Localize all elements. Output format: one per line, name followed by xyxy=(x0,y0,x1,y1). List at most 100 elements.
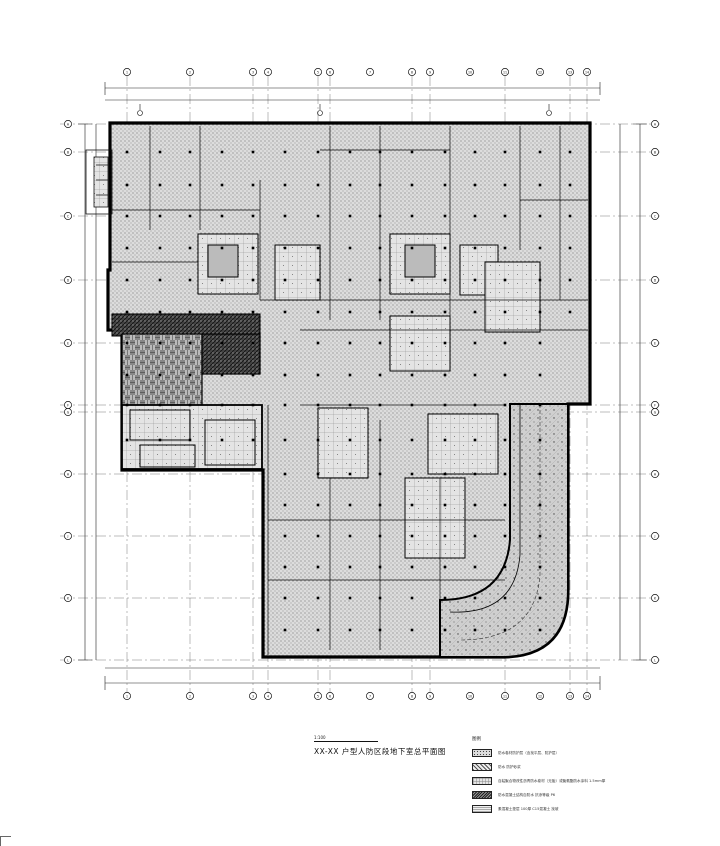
structural-column xyxy=(316,534,320,538)
grid-bubble-bottom-label: 1 xyxy=(126,694,128,698)
structural-column xyxy=(473,596,477,600)
grid-bubble-right-label: J xyxy=(654,534,656,538)
grid-bubble-top-label: 12 xyxy=(538,70,542,74)
grid-bubble-left xyxy=(64,339,72,347)
grid-bubble-top xyxy=(426,68,434,76)
structural-column xyxy=(158,246,162,250)
structural-column xyxy=(283,341,287,345)
structural-column xyxy=(316,183,320,187)
legend-heading: 图例 xyxy=(472,737,481,742)
structural-column xyxy=(378,278,382,282)
legend-swatch-dots xyxy=(472,749,492,757)
structural-column xyxy=(568,183,572,187)
grid-bubble-top xyxy=(466,68,474,76)
legend-swatch-cross xyxy=(472,763,492,771)
grid-bubble-left xyxy=(64,532,72,540)
grid-bubble-bottom xyxy=(314,692,322,700)
grid-bubble-left xyxy=(64,276,72,284)
structural-column xyxy=(378,310,382,314)
grid-bubble-top-label: 14 xyxy=(585,70,589,74)
grid-bubble-right xyxy=(651,408,659,416)
grid-bubble-bottom-label: 8 xyxy=(411,694,413,698)
structural-column xyxy=(538,310,542,314)
grid-bubble-right xyxy=(651,120,659,128)
grid-bubble-top-label: 9 xyxy=(429,70,431,74)
structural-column xyxy=(473,503,477,507)
structural-column xyxy=(348,438,352,442)
grid-bubble-top-label: 13 xyxy=(568,70,572,74)
grid-bubble-top-label: 3 xyxy=(252,70,254,74)
structural-column xyxy=(283,310,287,314)
legend-item: 自粘聚合物改性沥青防水卷材（无胎）或聚氨酯防水涂料 1.5mm厚 xyxy=(472,774,652,788)
legend-swatch-grid xyxy=(472,777,492,785)
structural-column xyxy=(410,403,414,407)
structural-column xyxy=(348,403,352,407)
scale-label: 1:100 xyxy=(314,735,464,740)
structural-column xyxy=(283,246,287,250)
structural-column xyxy=(283,534,287,538)
structural-column xyxy=(503,503,507,507)
structural-column xyxy=(348,472,352,476)
structural-column xyxy=(348,596,352,600)
grid-bubble-top xyxy=(366,68,374,76)
structural-column xyxy=(283,278,287,282)
structural-column xyxy=(125,278,129,282)
grid-bubble-left xyxy=(64,408,72,416)
grid-bubble-top xyxy=(264,68,272,76)
grid-bubble-top-label: 4 xyxy=(267,70,269,74)
structural-column xyxy=(251,214,255,218)
structural-column xyxy=(220,403,224,407)
legend-item: 防水 防护砂浆 xyxy=(472,760,652,774)
structural-column xyxy=(251,373,255,377)
structural-column xyxy=(410,214,414,218)
structural-column xyxy=(568,150,572,154)
civil-defense-zone xyxy=(111,313,263,470)
grid-bubble-left xyxy=(64,120,72,128)
scale-text: 1:100 xyxy=(314,735,326,740)
structural-column xyxy=(125,438,129,442)
structural-column xyxy=(220,278,224,282)
grid-bubble-bottom xyxy=(566,692,574,700)
structural-column xyxy=(410,310,414,314)
structural-column xyxy=(283,183,287,187)
grid-bubble-top-label: 10 xyxy=(468,70,472,74)
structural-column xyxy=(188,183,192,187)
grid-bubble-top xyxy=(583,68,591,76)
grid-bubble-right-label: D xyxy=(654,278,657,282)
grid-bubble-bottom-label: 4 xyxy=(267,694,269,698)
grid-bubble-right-label: H xyxy=(654,472,657,476)
grid-bubble-bottom xyxy=(249,692,257,700)
legend-label: 防水卷材防护层（含找平层、防护层） xyxy=(498,750,560,755)
grid-bubble-right-label: L xyxy=(654,658,656,662)
structural-column xyxy=(125,341,129,345)
north-markers xyxy=(137,104,552,116)
structural-column xyxy=(443,310,447,314)
grid-bubble-left xyxy=(64,148,72,156)
structural-column xyxy=(473,183,477,187)
structural-column xyxy=(125,150,129,154)
grid-bubble-left-label: A xyxy=(67,122,70,126)
structural-column xyxy=(443,246,447,250)
grid-bubble-bottom xyxy=(123,692,131,700)
structural-column xyxy=(443,534,447,538)
structural-column xyxy=(316,214,320,218)
structural-column xyxy=(538,565,542,569)
grid-bubble-left-label: H xyxy=(67,472,70,476)
structural-column xyxy=(473,341,477,345)
structural-column xyxy=(473,246,477,250)
structural-column xyxy=(348,183,352,187)
structural-column xyxy=(283,628,287,632)
structural-column xyxy=(503,373,507,377)
structural-column xyxy=(503,403,507,407)
structural-column xyxy=(188,310,192,314)
structural-column xyxy=(538,503,542,507)
core-rooms xyxy=(129,233,541,559)
curved-ramp xyxy=(439,403,569,658)
grid-bubble-top xyxy=(186,68,194,76)
grid-bubble-top-label: 7 xyxy=(369,70,371,74)
structural-column xyxy=(538,438,542,442)
structural-column xyxy=(503,246,507,250)
structural-column xyxy=(473,534,477,538)
grid-bubble-bottom xyxy=(186,692,194,700)
structural-column xyxy=(378,341,382,345)
